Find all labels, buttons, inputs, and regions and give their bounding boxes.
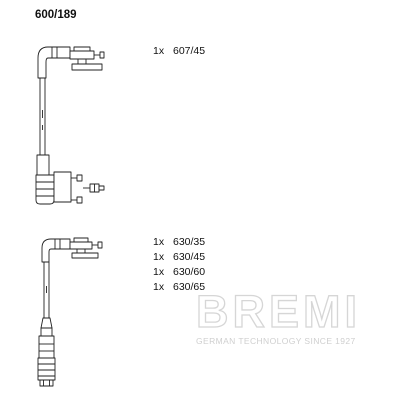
lower-boot <box>35 154 55 205</box>
terminal-clip-top <box>69 46 105 71</box>
plug-boot <box>37 317 56 387</box>
coil-lead <box>35 46 105 205</box>
part-qty: 1x <box>153 251 165 263</box>
part-number: 630/35 <box>173 236 206 248</box>
coil-bracket <box>53 171 83 204</box>
part-qty: 1x <box>153 266 165 278</box>
part-row: 1x 630/45 <box>153 250 205 265</box>
logo-tagline: GERMAN TECHNOLOGY SINCE 1927 <box>196 336 356 346</box>
part-qty: 1x <box>153 236 165 248</box>
angled-boot-top <box>37 46 71 79</box>
part-number: 607/45 <box>173 45 206 57</box>
angled-boot-plug <box>41 238 71 263</box>
part-row: 1x 607/45 <box>153 44 205 59</box>
part-number: 630/65 <box>173 281 206 293</box>
part-list-plug-leads: 1x 630/35 1x 630/45 1x 630/60 1x 630/65 <box>153 235 205 295</box>
logo-wordmark: BREMI <box>195 286 361 337</box>
terminal-clip-plug <box>69 237 103 259</box>
part-row: 1x 630/35 <box>153 235 205 250</box>
part-number: 630/60 <box>173 266 206 278</box>
part-qty: 1x <box>153 45 165 57</box>
bremi-logo: BREMI GERMAN TECHNOLOGY SINCE 1927 <box>195 286 382 346</box>
loose-terminal <box>83 183 105 193</box>
part-row: 1x 630/65 <box>153 280 205 295</box>
product-code: 600/189 <box>35 9 77 21</box>
plug-lead <box>37 237 103 387</box>
part-row: 1x 630/60 <box>153 265 205 280</box>
plug-cable <box>43 262 50 318</box>
part-list-coil-lead: 1x 607/45 <box>153 44 205 59</box>
part-number: 630/45 <box>173 251 206 263</box>
coil-cable <box>39 78 46 155</box>
part-qty: 1x <box>153 281 165 293</box>
